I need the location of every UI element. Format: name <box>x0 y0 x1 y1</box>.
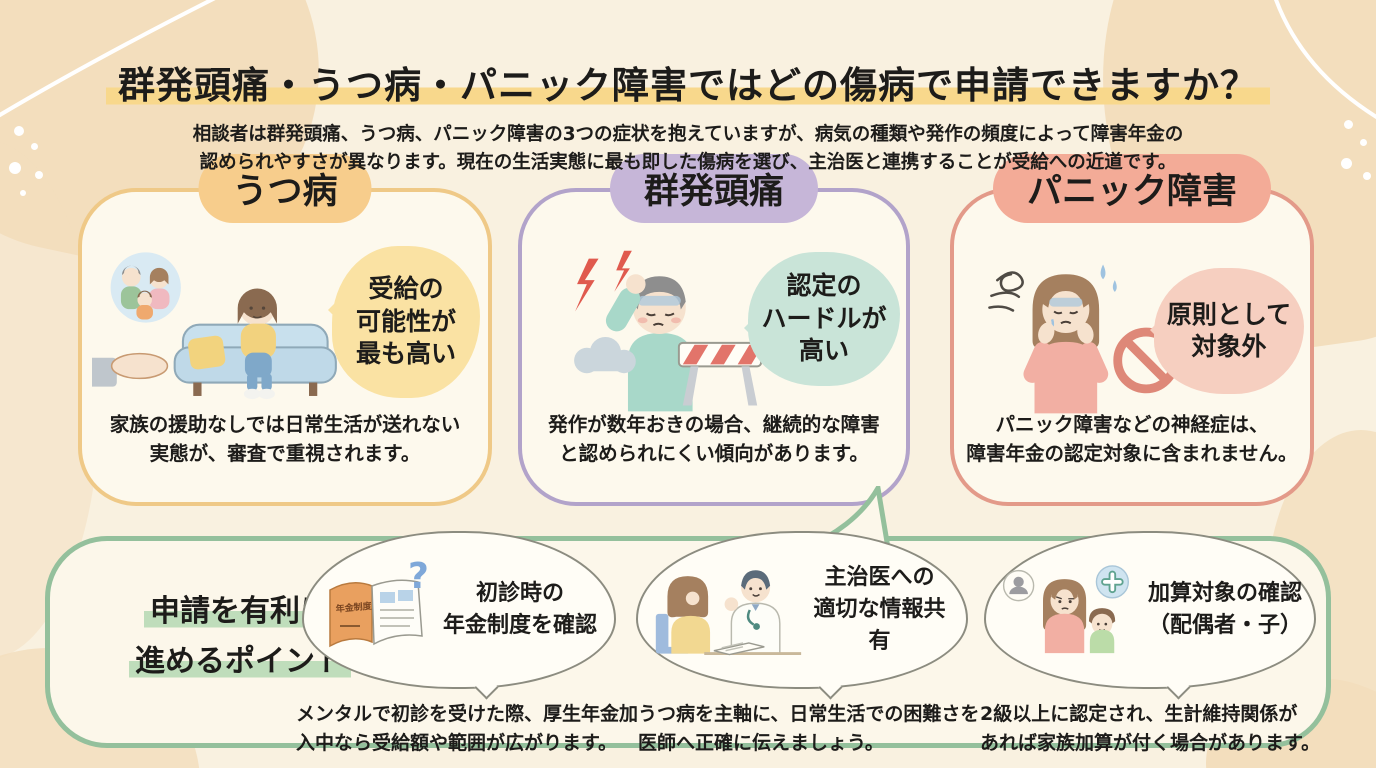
family-icon <box>110 252 181 323</box>
depression-keypoint-bubble: 受給の 可能性が 最も高い <box>328 246 480 398</box>
family-addition-illustration <box>1002 565 1130 654</box>
question-icon: ? <box>408 560 429 597</box>
card-panic-disorder-label: パニック障害 <box>992 154 1272 223</box>
card-cluster-headache: 群発頭痛 <box>518 154 910 506</box>
points-label-line-2: 進めるポイント <box>129 643 351 679</box>
decorative-dot <box>1363 172 1371 180</box>
depression-caption: 家族の援助なしでは日常生活が送れない 実態が、審査で重視されます。 <box>109 413 461 466</box>
page-subtitle: 相談者は群発頭痛、うつ病、パニック障害の3つの症状を抱えていますが、病気の種類や… <box>0 121 1376 178</box>
pension-book-icon: 年金制度 <box>329 579 423 648</box>
person-bubble-icon <box>1002 569 1035 602</box>
point-caption-doctor-sharing: うつ病を主軸に、日常生活での困難さを 医師へ正確に伝えましょう。 <box>638 703 980 754</box>
child <box>1088 608 1116 654</box>
points-section-label: 申請を有利に 進めるポイント <box>110 587 370 686</box>
anxious-woman <box>1023 274 1109 414</box>
point-bubble-dependents-check: 加算対象の確認 （配偶者・子） <box>984 531 1316 689</box>
cloud-icon <box>574 336 636 374</box>
cluster-caption: 発作が数年おきの場合、継続的な障害 と認められにくい傾向があります。 <box>548 413 880 466</box>
points-section: 申請を有利に 進めるポイント 年金制度 ? 初診時の 年金制度を確認 <box>45 486 1331 754</box>
decorative-dot <box>1344 120 1353 129</box>
point-bubble-doctor-sharing: 主治医への 適切な情報共有 <box>636 531 968 689</box>
decorative-dot <box>1341 158 1352 169</box>
page-title: 群発頭痛・うつ病・パニック障害ではどの傷病で申請できますか？ <box>0 55 1376 109</box>
clipboard-icon <box>704 642 802 656</box>
card-depression: うつ病 <box>78 154 492 506</box>
lightning-icon <box>575 250 632 312</box>
bubble-line: 受給の <box>368 274 444 304</box>
headache-man <box>605 274 693 412</box>
decorative-dot <box>31 143 38 150</box>
bubble-line: 対象外 <box>1191 332 1267 361</box>
decorative-dot <box>35 171 43 179</box>
point-title-pension-check: 初診時の 年金制度を確認 <box>442 581 597 638</box>
point-title-doctor-sharing: 主治医への 適切な情報共有 <box>813 565 946 654</box>
cluster-keypoint-bubble: 認定の ハードルが 高い <box>744 252 900 386</box>
point-caption-dependents-check: 2級以上に認定され、生計維持関係が あれば家族加算が付く場合があります。 <box>980 703 1321 754</box>
barrier-icon <box>677 341 764 406</box>
card-panic-disorder: パニック障害 <box>950 154 1314 506</box>
bubble-line: 高い <box>798 336 849 366</box>
depression-illustration <box>92 252 337 400</box>
subtitle-line-2: 認められやすさが異なります。現在の生活実態に最も即した傷病を選び、主治医と連携す… <box>199 152 1177 174</box>
card-cluster-headache-label: 群発頭痛 <box>609 154 819 223</box>
bubble-line: 認定の <box>786 271 862 301</box>
panic-keypoint-bubble: 原則として 対象外 <box>1150 268 1304 394</box>
cluster-headache-illustration <box>574 250 764 412</box>
mother <box>1043 579 1087 654</box>
point-bubble-pension-check: 年金制度 ? 初診時の 年金制度を確認 <box>302 531 616 689</box>
bubble-line: 最も高い <box>355 339 456 369</box>
pension-book-illustration: 年金制度 ? <box>329 560 429 648</box>
panic-disorder-illustration <box>988 264 1179 414</box>
bubble-line: ハードルが <box>761 303 887 333</box>
subtitle-line-1: 相談者は群発頭痛、うつ病、パニック障害の3つの症状を抱えていますが、病気の種類や… <box>192 123 1184 145</box>
swirl-icon <box>988 271 1024 312</box>
doctor-consultation-illustration <box>655 570 802 656</box>
sweat-icon <box>1100 264 1117 292</box>
doctor <box>724 570 781 655</box>
sitting-person <box>237 288 277 400</box>
decorative-dot <box>20 190 26 196</box>
point-caption-pension-check: メンタルで初診を受けた際、厚生年金加 入中なら受給額や範囲が広がります。 <box>296 703 639 754</box>
book-cover-label: 年金制度 <box>335 600 373 615</box>
point-title-dependents-check: 加算対象の確認 （配偶者・子） <box>1148 581 1303 638</box>
decorative-dot <box>9 162 21 174</box>
patient <box>655 576 711 654</box>
panic-caption: パニック障害などの神経症は、 障害年金の認定対象に含まれません。 <box>966 413 1298 466</box>
helping-hand-icon <box>92 352 169 387</box>
decorative-dot <box>14 126 24 136</box>
page-title-text: 群発頭痛・うつ病・パニック障害ではどの傷病で申請できますか？ <box>106 63 1270 107</box>
bubble-line: 原則として <box>1166 299 1292 329</box>
decorative-dot <box>1360 139 1367 146</box>
card-depression-label: うつ病 <box>198 154 372 223</box>
plus-bubble-icon <box>1095 565 1130 599</box>
bubble-line: 可能性が <box>355 306 456 336</box>
